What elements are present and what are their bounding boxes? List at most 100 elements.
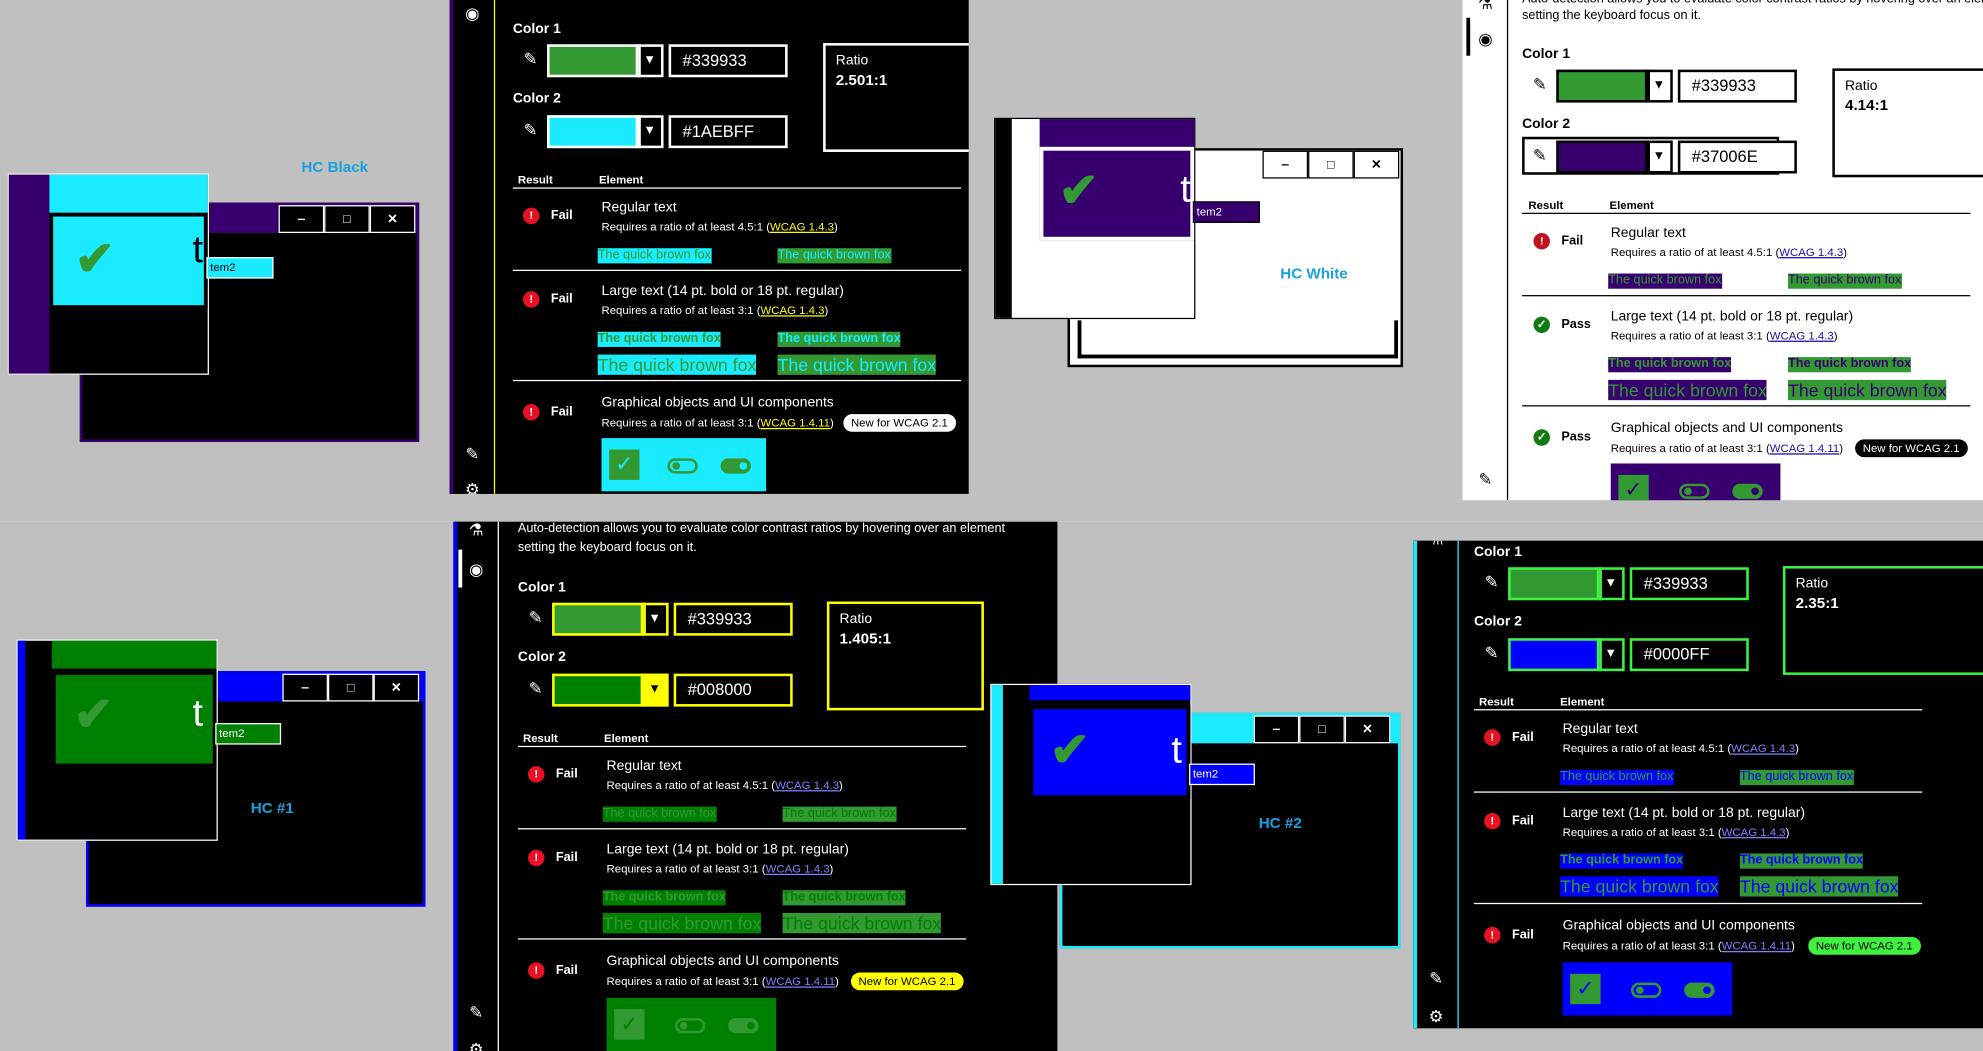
preview-item-label: tem2 bbox=[1189, 763, 1255, 786]
large-text-title: Large text (14 pt. bold or 18 pt. regula… bbox=[606, 842, 849, 858]
preview-letter: t bbox=[1171, 729, 1182, 772]
flask-icon[interactable]: ⚗ bbox=[1425, 541, 1448, 551]
close-paren: ) bbox=[1795, 742, 1799, 755]
maximize-button[interactable]: □ bbox=[327, 673, 374, 702]
close-button[interactable]: ✕ bbox=[1344, 715, 1391, 744]
chevron-down-icon[interactable]: ▼ bbox=[1644, 140, 1673, 174]
color2-hex-input[interactable]: #0000FF bbox=[1629, 638, 1749, 672]
window-inner-border bbox=[1077, 320, 1398, 359]
eyedropper-icon[interactable]: ✎ bbox=[1478, 469, 1493, 489]
wcag-link[interactable]: WCAG 1.4.3 bbox=[765, 862, 830, 876]
eyedropper-icon[interactable]: ✎ bbox=[523, 49, 538, 69]
gear-icon[interactable]: ⚙ bbox=[468, 1039, 484, 1051]
wcag-link[interactable]: WCAG 1.4.11 bbox=[760, 416, 830, 430]
flask-icon[interactable]: ⚗ bbox=[468, 521, 484, 540]
color1-swatch[interactable] bbox=[1508, 567, 1602, 601]
close-paren: ) bbox=[1785, 825, 1790, 839]
palette-icon[interactable]: ◉ bbox=[468, 559, 484, 579]
eyedropper-icon[interactable]: ✎ bbox=[523, 120, 538, 140]
color2-hex-input[interactable]: #1AEBFF bbox=[668, 115, 788, 149]
wcag-link[interactable]: WCAG 1.4.3 bbox=[770, 220, 834, 233]
color1-swatch[interactable] bbox=[547, 44, 641, 78]
result-status: Fail bbox=[1511, 814, 1534, 829]
result-header: Result bbox=[1528, 198, 1564, 212]
color2-swatch[interactable] bbox=[552, 673, 646, 707]
preview-letter: t bbox=[192, 692, 204, 735]
wcag-link[interactable]: WCAG 1.4.11 bbox=[1769, 441, 1840, 455]
color1-hex-input[interactable]: #339933 bbox=[1677, 69, 1797, 103]
eyedropper-icon[interactable]: ✎ bbox=[465, 444, 480, 464]
minimize-button[interactable]: ‒ bbox=[1253, 715, 1300, 744]
palette-icon[interactable]: ◉ bbox=[465, 3, 480, 23]
fail-icon: ! bbox=[1484, 812, 1501, 830]
requirement-prefix: Requires a ratio of at least 3:1 ( bbox=[1610, 441, 1770, 455]
chevron-down-icon[interactable]: ▼ bbox=[635, 115, 664, 149]
color2-swatch[interactable] bbox=[1556, 140, 1650, 174]
result-status: Fail bbox=[555, 850, 578, 865]
color1-hex-input[interactable]: #339933 bbox=[673, 602, 793, 636]
eyedropper-icon[interactable]: ✎ bbox=[1429, 968, 1443, 988]
sample-text: The quick brown fox bbox=[1739, 853, 1864, 869]
new-badge: New for WCAG 2.1 bbox=[843, 414, 956, 432]
color1-swatch[interactable] bbox=[1556, 69, 1650, 103]
wcag-link[interactable]: WCAG 1.4.3 bbox=[760, 303, 825, 317]
ratio-value: 2.35:1 bbox=[1795, 593, 1839, 612]
chevron-down-icon[interactable]: ▼ bbox=[640, 673, 669, 707]
color2-label: Color 2 bbox=[517, 649, 566, 665]
color2-hex-input[interactable]: #008000 bbox=[673, 673, 793, 707]
gear-icon[interactable]: ⚙ bbox=[464, 479, 480, 494]
color2-hex-input[interactable]: #37006E bbox=[1677, 140, 1797, 174]
chevron-down-icon[interactable]: ▼ bbox=[640, 602, 669, 636]
sample-text: The quick brown fox bbox=[602, 806, 717, 822]
sample-text: The quick brown fox bbox=[602, 890, 726, 905]
wcag-link[interactable]: WCAG 1.4.11 bbox=[765, 975, 836, 988]
maximize-button[interactable]: □ bbox=[324, 205, 370, 233]
chevron-down-icon[interactable]: ▼ bbox=[635, 44, 664, 78]
graphical-sample: ✓ bbox=[1562, 962, 1733, 1016]
result-header: Result bbox=[522, 731, 558, 745]
wcag-link[interactable]: WCAG 1.4.11 bbox=[1721, 939, 1792, 953]
close-button[interactable]: ✕ bbox=[369, 205, 416, 233]
zoom-thumbnail: ✔ t bbox=[994, 117, 1196, 320]
color2-swatch[interactable] bbox=[547, 115, 641, 149]
color2-swatch[interactable] bbox=[1508, 638, 1602, 672]
result-status: Fail bbox=[550, 208, 573, 223]
ratio-label: Ratio bbox=[1844, 78, 1878, 94]
maximize-button[interactable]: □ bbox=[1308, 150, 1354, 179]
chevron-down-icon[interactable]: ▼ bbox=[1596, 638, 1625, 672]
minimize-button[interactable]: ‒ bbox=[278, 205, 325, 233]
eyedropper-icon[interactable]: ✎ bbox=[1532, 74, 1547, 94]
close-button[interactable]: ✕ bbox=[1353, 150, 1400, 179]
divider bbox=[1522, 212, 1971, 215]
rail-edge bbox=[1413, 540, 1417, 1029]
color1-swatch[interactable] bbox=[552, 602, 646, 636]
wcag-link[interactable]: WCAG 1.4.3 bbox=[1721, 825, 1786, 839]
eyedropper-icon[interactable]: ✎ bbox=[528, 678, 543, 698]
close-paren: ) bbox=[829, 862, 834, 876]
eyedropper-icon[interactable]: ✎ bbox=[1532, 145, 1547, 165]
close-button[interactable]: ✕ bbox=[373, 673, 420, 702]
ratio-label: Ratio bbox=[839, 611, 873, 627]
eyedropper-icon[interactable]: ✎ bbox=[1484, 572, 1499, 592]
graphical-sample: ✓ bbox=[601, 438, 767, 492]
eyedropper-icon[interactable]: ✎ bbox=[1484, 643, 1499, 663]
wcag-link[interactable]: WCAG 1.4.3 bbox=[1779, 245, 1844, 259]
minimize-button[interactable]: ‒ bbox=[1262, 150, 1309, 179]
wcag-link[interactable]: WCAG 1.4.3 bbox=[775, 778, 840, 792]
hc-label: HC #2 bbox=[1258, 814, 1302, 832]
wcag-link[interactable]: WCAG 1.4.3 bbox=[1769, 329, 1834, 342]
wcag-link[interactable]: WCAG 1.4.3 bbox=[1731, 742, 1796, 755]
chevron-down-icon[interactable]: ▼ bbox=[1644, 69, 1673, 103]
color1-hex-input[interactable]: #339933 bbox=[668, 44, 788, 78]
palette-icon[interactable]: ◉ bbox=[1478, 29, 1493, 49]
checkmark-icon: ✔ bbox=[1049, 724, 1091, 778]
eyedropper-icon[interactable]: ✎ bbox=[469, 1002, 484, 1022]
flask-icon[interactable]: ⚗ bbox=[1477, 0, 1493, 13]
gear-icon[interactable]: ⚙ bbox=[1428, 1006, 1444, 1026]
minimize-button[interactable]: ‒ bbox=[282, 673, 328, 702]
requirement-prefix: Requires a ratio of at least 3:1 ( bbox=[601, 416, 761, 430]
eyedropper-icon[interactable]: ✎ bbox=[528, 607, 543, 627]
maximize-button[interactable]: □ bbox=[1299, 715, 1345, 744]
chevron-down-icon[interactable]: ▼ bbox=[1596, 567, 1625, 601]
color1-hex-input[interactable]: #339933 bbox=[1629, 567, 1749, 601]
